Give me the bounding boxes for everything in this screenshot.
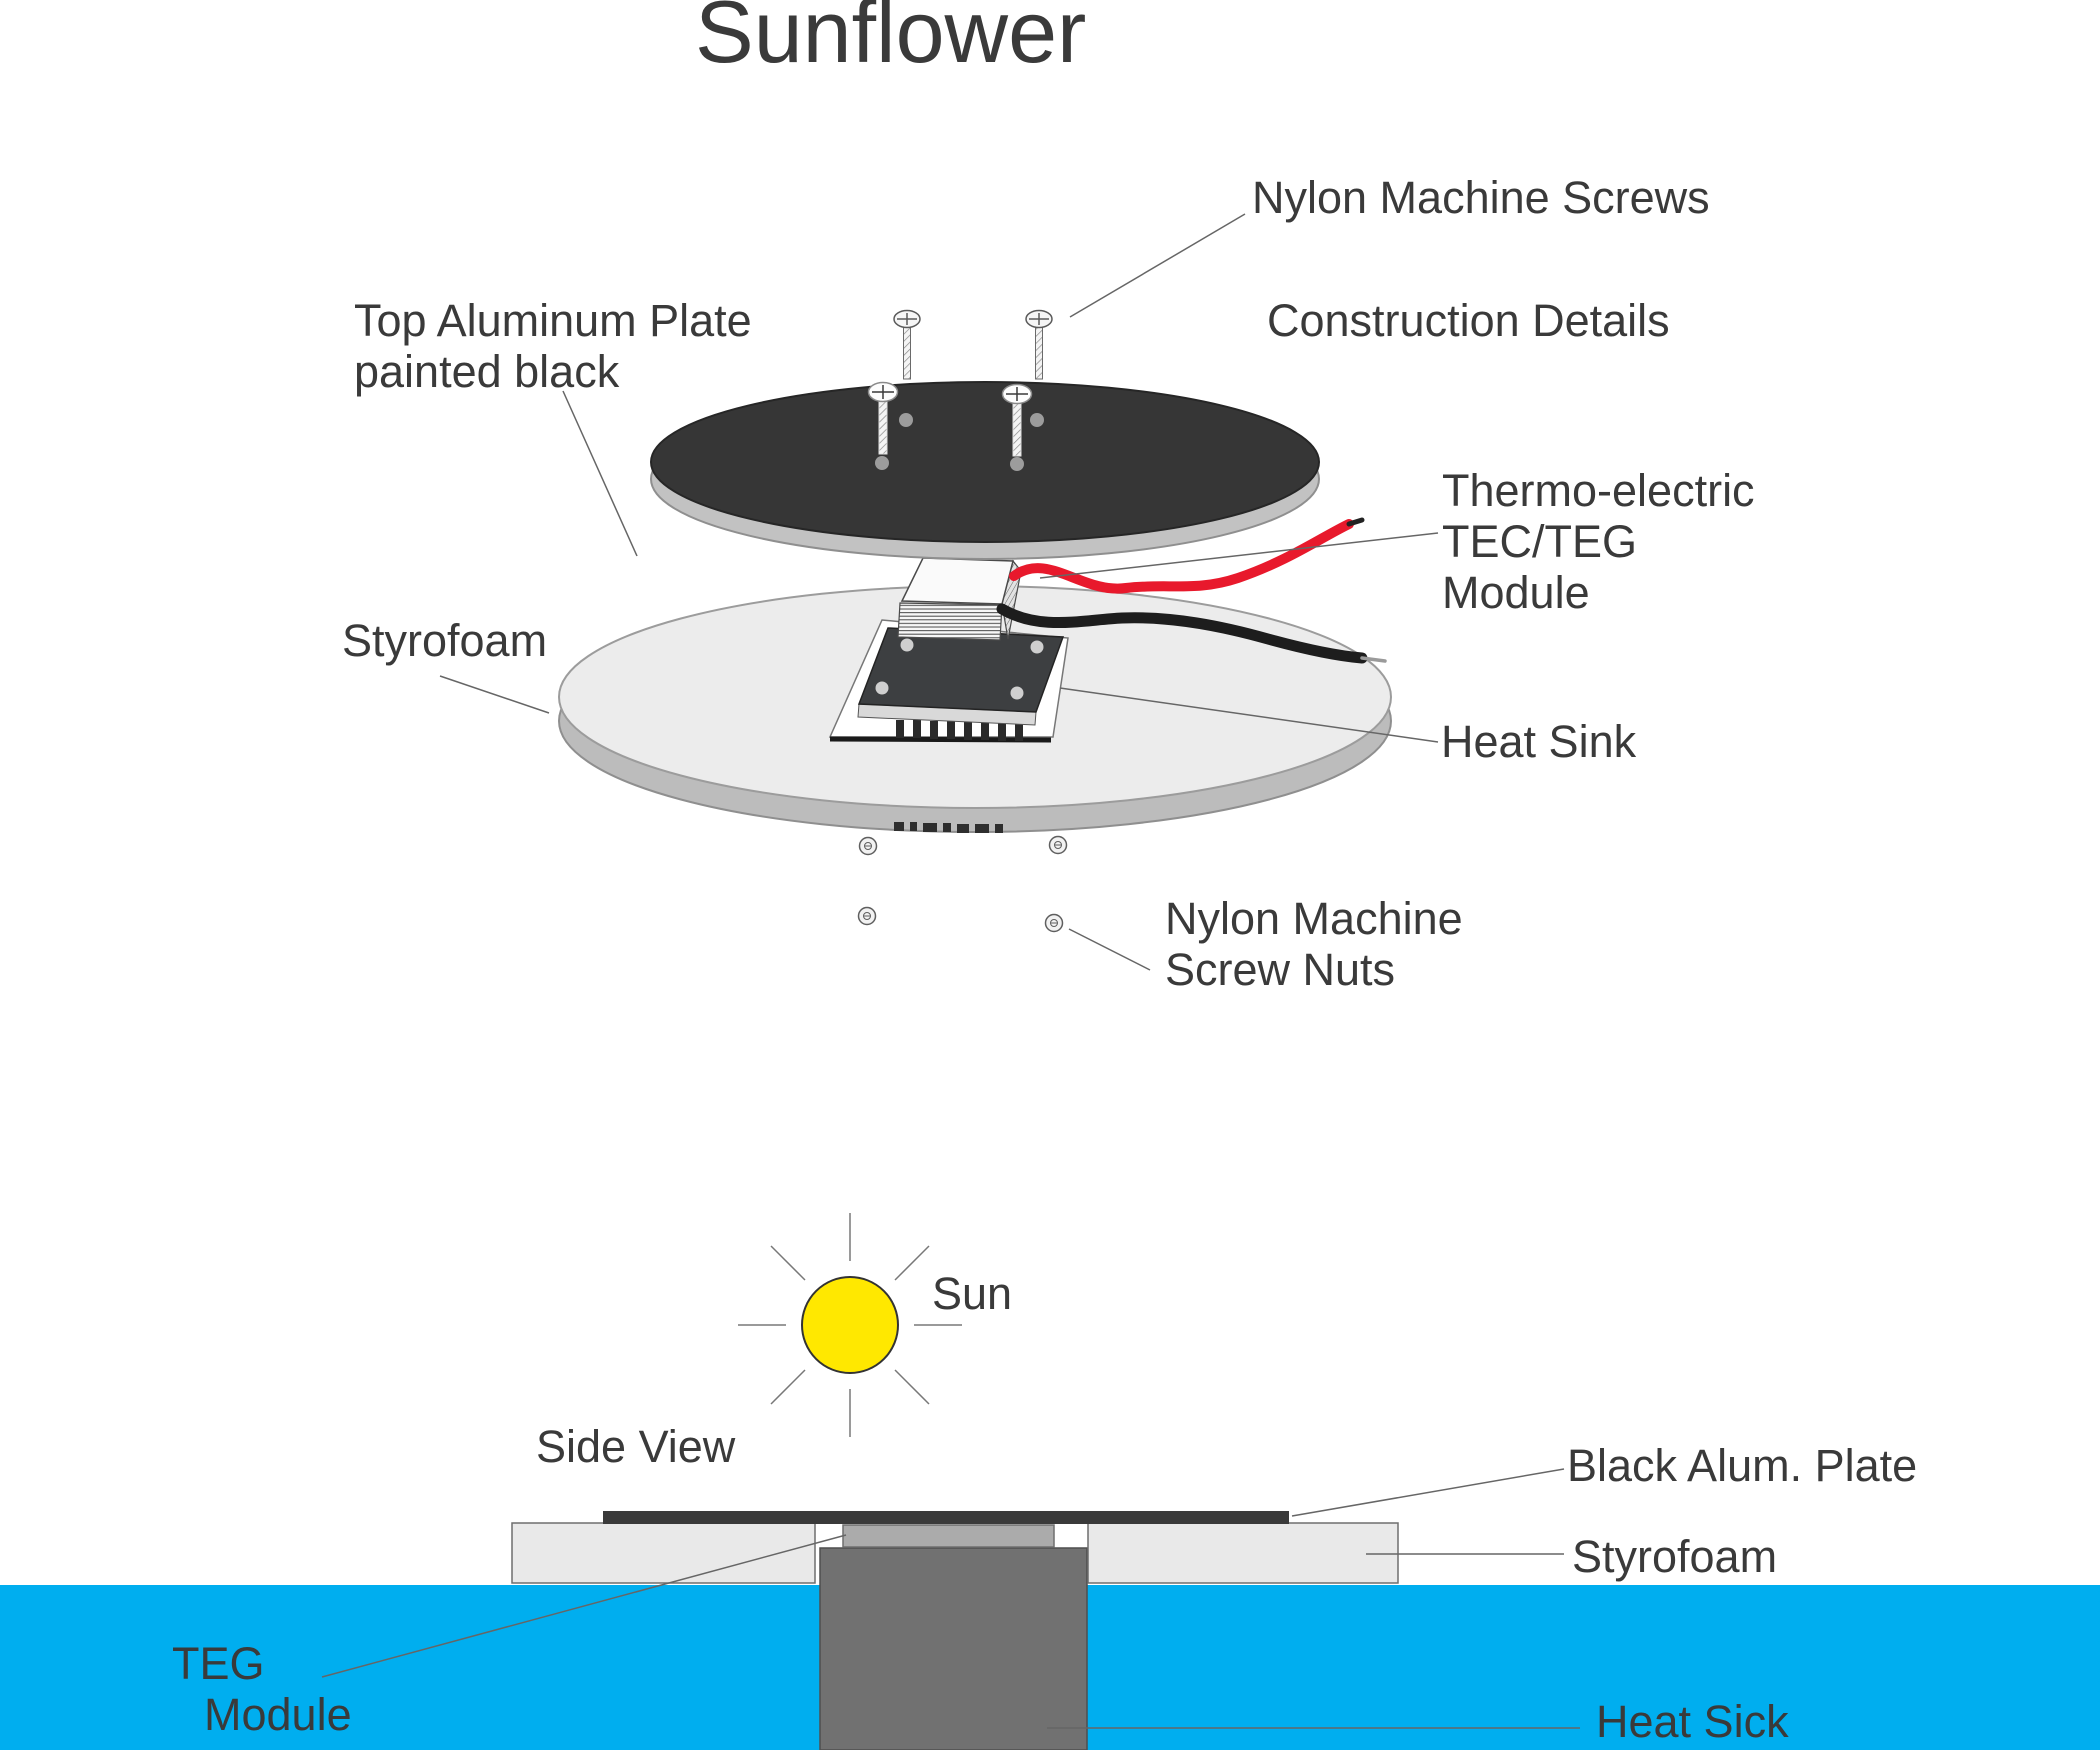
page-title: Sunflower	[695, 0, 1087, 81]
label-teg-line2: Module	[204, 1689, 352, 1740]
side-view	[0, 1213, 2100, 1750]
label-heat-sick: Heat Sick	[1596, 1696, 1789, 1747]
nylon-screw-floating-left	[893, 309, 921, 380]
exploded-leader-lines	[439, 213, 1439, 971]
label-thermo-line1: Thermo-electric	[1442, 465, 1755, 516]
exploded-view	[439, 213, 1439, 971]
label-sun: Sun	[932, 1268, 1013, 1319]
nylon-screw-on-plate-left	[867, 381, 899, 455]
label-styrofoam-exploded: Styrofoam	[342, 615, 548, 666]
label-nylon-machine-screws: Nylon Machine Screws	[1252, 172, 1710, 223]
heat-sink-fins-below-disc	[894, 822, 1003, 833]
label-nuts-line1: Nylon Machine	[1165, 893, 1463, 944]
side-styrofoam-right	[1087, 1522, 1399, 1584]
label-nuts-line2: Screw Nuts	[1165, 944, 1396, 995]
label-top-aluminum-plate: Top Aluminum Plate painted black	[354, 295, 752, 397]
leader-tec-module	[1039, 532, 1439, 579]
label-top-plate-line1: Top Aluminum Plate	[354, 295, 752, 346]
label-heat-sink: Heat Sink	[1441, 716, 1637, 767]
heat-sink-plate	[857, 627, 1065, 726]
side-heat-sink	[819, 1547, 1088, 1750]
leader-styrofoam	[439, 675, 550, 714]
heat-sink-screw-holes	[875, 638, 1044, 700]
leader-screw-nuts	[1068, 928, 1151, 971]
leader-black-alum-plate	[1291, 1468, 1565, 1517]
leader-teg-module	[321, 1534, 847, 1678]
nylon-screw-floating-right	[1025, 309, 1053, 380]
side-teg-module	[842, 1524, 1055, 1548]
side-leader-lines	[321, 1468, 1580, 1729]
label-styrofoam-side: Styrofoam	[1572, 1531, 1778, 1582]
top-aluminum-plate-disc	[650, 381, 1320, 560]
plate-screw-holes	[875, 413, 1044, 471]
sun-icon	[738, 1213, 962, 1437]
nylon-screw-on-plate-right	[1001, 383, 1033, 457]
label-thermo-line2: TEC/TEG	[1442, 516, 1638, 567]
label-side-view: Side View	[536, 1421, 736, 1472]
label-teg-line1: TEG	[172, 1638, 265, 1689]
side-styrofoam-left	[511, 1522, 816, 1584]
label-screw-nuts: Nylon Machine Screw Nuts	[1165, 893, 1463, 995]
tec-module-stack	[897, 557, 1022, 641]
nylon-nut	[1048, 835, 1068, 855]
black-wire	[996, 603, 1387, 664]
side-black-plate	[603, 1511, 1289, 1524]
nylon-nuts	[857, 835, 1068, 933]
label-black-alum-plate: Black Alum. Plate	[1567, 1440, 1918, 1491]
nylon-nut	[1044, 913, 1064, 933]
heat-sink-fin-row	[896, 720, 1023, 741]
leader-heat-sink	[1059, 687, 1439, 743]
nylon-nut	[857, 906, 877, 926]
label-construction-details: Construction Details	[1267, 295, 1670, 346]
nylon-nut	[858, 836, 878, 856]
label-teg-module: TEG Module	[172, 1638, 352, 1740]
leader-nylon-screws	[1069, 213, 1246, 318]
label-thermo-electric: Thermo-electric TEC/TEG Module	[1442, 465, 1755, 618]
label-top-plate-line2: painted black	[354, 346, 620, 397]
label-thermo-line3: Module	[1442, 567, 1590, 618]
leader-top-plate	[562, 390, 638, 557]
